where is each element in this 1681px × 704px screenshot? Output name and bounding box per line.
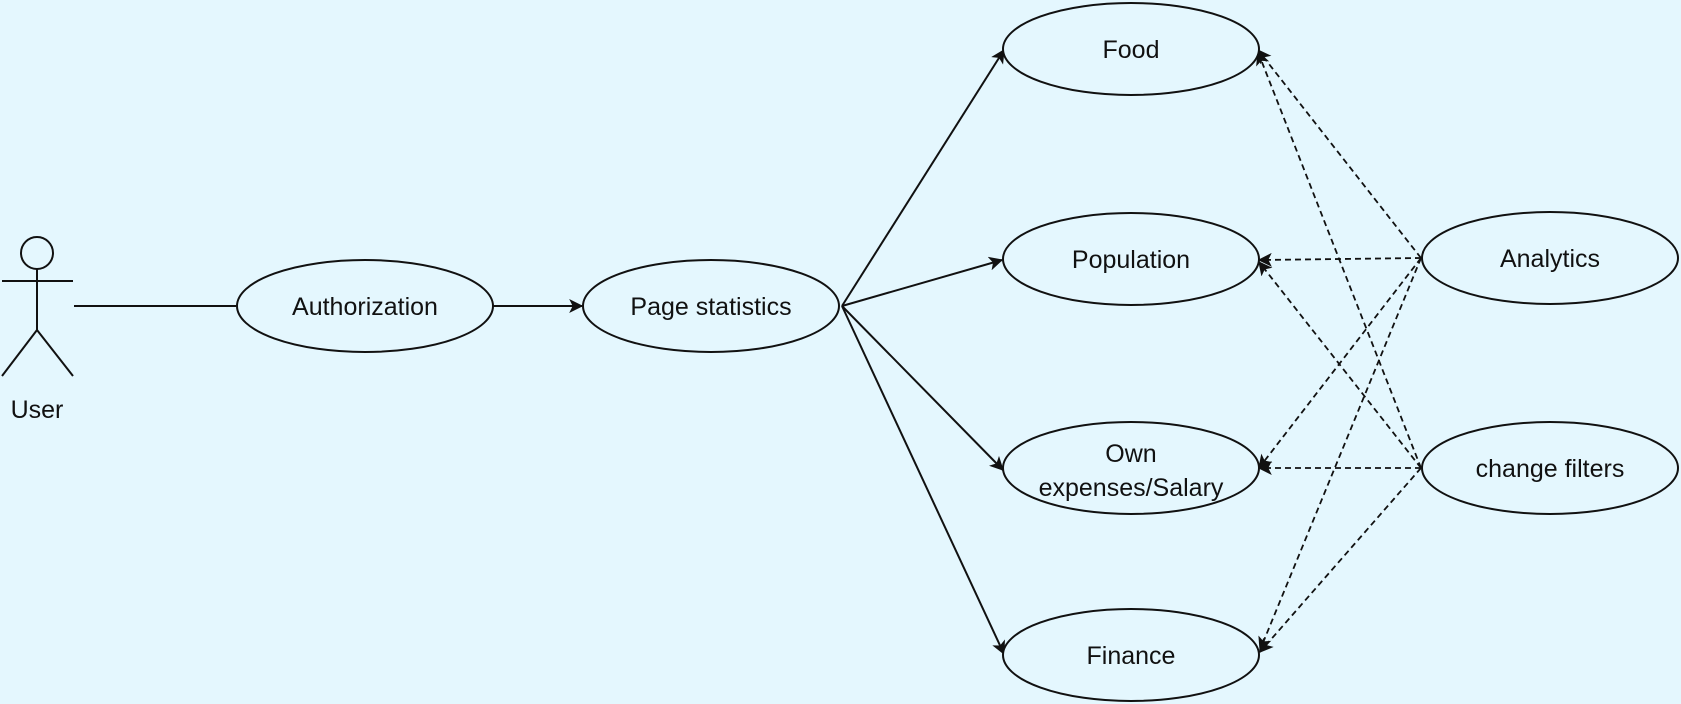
use-case-population-ellipse bbox=[1002, 212, 1260, 306]
use-case-finance-label: Finance bbox=[1087, 642, 1176, 670]
page-statistics-to-finance-arrow bbox=[841, 305, 1005, 656]
use-case-own-expenses-ellipse bbox=[1002, 421, 1260, 515]
use-case-food: Food bbox=[1002, 2, 1260, 96]
use-case-own-expenses-label-line1: Own bbox=[1105, 440, 1156, 468]
change-filters-to-population-dashed-arrow bbox=[1258, 261, 1422, 469]
use-case-authorization-label: Authorization bbox=[292, 293, 438, 321]
actor-head bbox=[20, 236, 54, 270]
use-case-analytics-ellipse bbox=[1421, 211, 1679, 305]
page-statistics-to-food-arrow bbox=[841, 49, 1005, 307]
use-case-food-ellipse bbox=[1002, 2, 1260, 96]
analytics-to-own-expenses-dashed-arrow bbox=[1258, 257, 1422, 469]
use-case-page-statistics-ellipse bbox=[582, 259, 840, 353]
use-case-finance: Finance bbox=[1002, 608, 1260, 702]
use-case-change-filters: change filters bbox=[1421, 421, 1679, 515]
use-case-change-filters-label: change filters bbox=[1476, 455, 1625, 483]
actor-left-leg bbox=[1, 329, 38, 377]
actor-right-leg bbox=[36, 329, 74, 377]
use-case-authorization: Authorization bbox=[236, 259, 494, 353]
use-case-page-statistics: Page statistics bbox=[582, 259, 840, 353]
analytics-to-food-dashed-arrow bbox=[1257, 49, 1422, 259]
use-case-finance-ellipse bbox=[1002, 608, 1260, 702]
use-case-authorization-ellipse bbox=[236, 259, 494, 353]
use-case-own-expenses-salary: Own expenses/Salary bbox=[1002, 421, 1260, 515]
change-filters-to-food-dashed-arrow bbox=[1256, 50, 1422, 469]
page-statistics-to-own-expenses-arrow bbox=[841, 305, 1004, 471]
use-case-change-filters-ellipse bbox=[1421, 421, 1679, 515]
use-case-population: Population bbox=[1002, 212, 1260, 306]
analytics-to-finance-dashed-arrow bbox=[1258, 257, 1422, 652]
page-statistics-to-population-arrow bbox=[841, 256, 1004, 307]
use-case-food-label: Food bbox=[1103, 36, 1160, 64]
use-case-page-statistics-label: Page statistics bbox=[630, 293, 791, 321]
change-filters-to-finance-dashed-arrow bbox=[1259, 467, 1422, 653]
use-case-population-label: Population bbox=[1072, 246, 1190, 274]
actor-label: User bbox=[11, 396, 64, 424]
use-case-analytics-label: Analytics bbox=[1500, 245, 1600, 273]
user-actor: User bbox=[1, 236, 74, 424]
use-case-own-expenses-label-line2: expenses/Salary bbox=[1039, 474, 1224, 502]
use-case-analytics: Analytics bbox=[1421, 211, 1679, 305]
